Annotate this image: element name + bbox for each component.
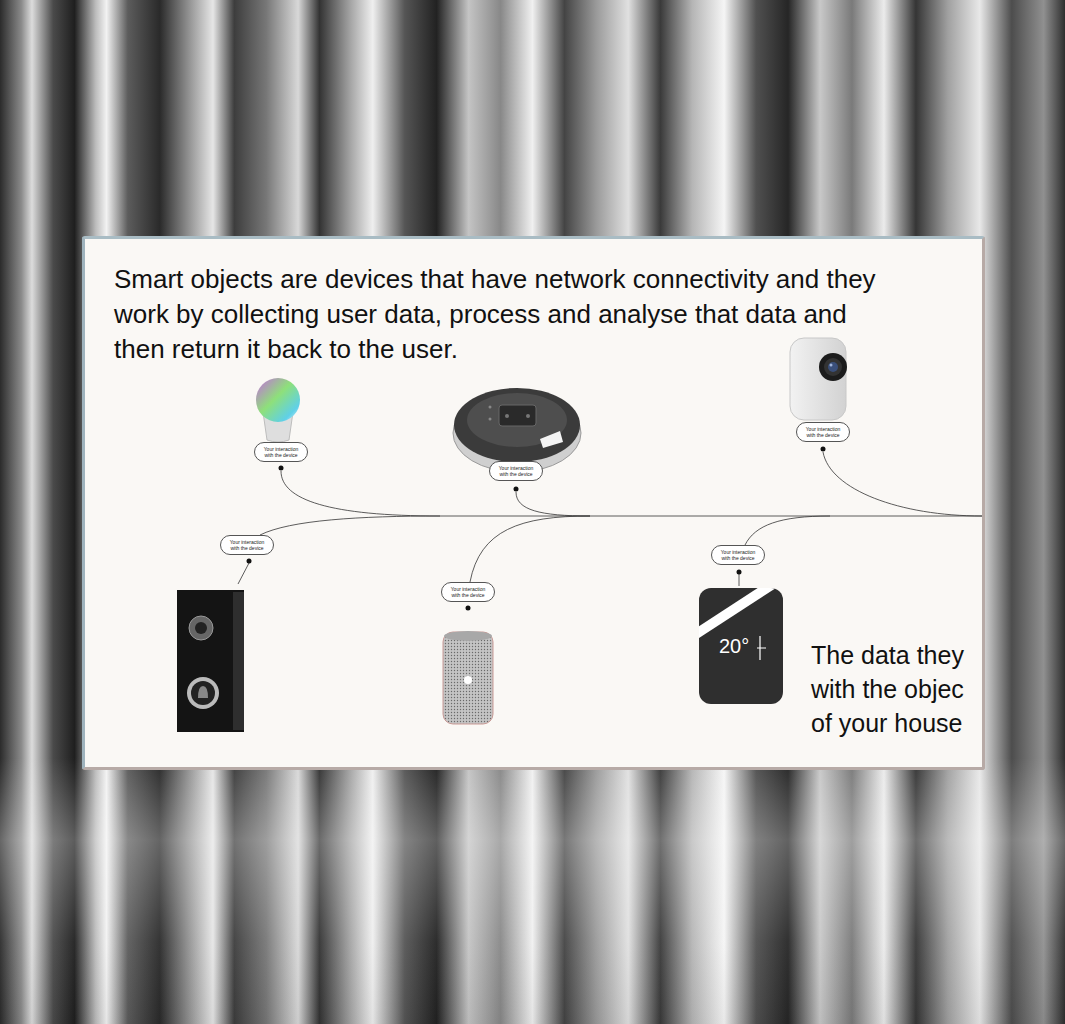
interaction-pill: Your interaction with the device	[254, 442, 308, 462]
temperature-reading: 20°	[719, 634, 749, 658]
video-doorbell	[177, 590, 244, 732]
interaction-pill: Your interaction with the device	[220, 535, 274, 555]
security-camera	[790, 338, 847, 420]
junction-dot	[247, 447, 826, 611]
smart-speaker	[443, 631, 493, 724]
pill-text: Your interaction with the device	[496, 465, 536, 477]
robot-vacuum	[453, 388, 581, 472]
interaction-pill: Your interaction with the device	[441, 582, 495, 602]
smart-thermostat	[690, 580, 783, 704]
pill-text: Your interaction with the device	[261, 446, 301, 458]
interaction-pill: Your interaction with the device	[796, 422, 850, 442]
pill-text: Your interaction with the device	[227, 539, 267, 551]
data-line	[238, 452, 982, 586]
heading: Smart objects are devices that have netw…	[114, 262, 894, 367]
pill-text: Your interaction with the device	[718, 549, 758, 561]
smart-bulb	[256, 378, 300, 442]
interaction-pill: Your interaction with the device	[489, 461, 543, 481]
interaction-pill: Your interaction with the device	[711, 545, 765, 565]
pill-text: Your interaction with the device	[803, 426, 843, 438]
body-text: The data they with the objec of your hou…	[811, 638, 979, 740]
pill-text: Your interaction with the device	[448, 586, 488, 598]
